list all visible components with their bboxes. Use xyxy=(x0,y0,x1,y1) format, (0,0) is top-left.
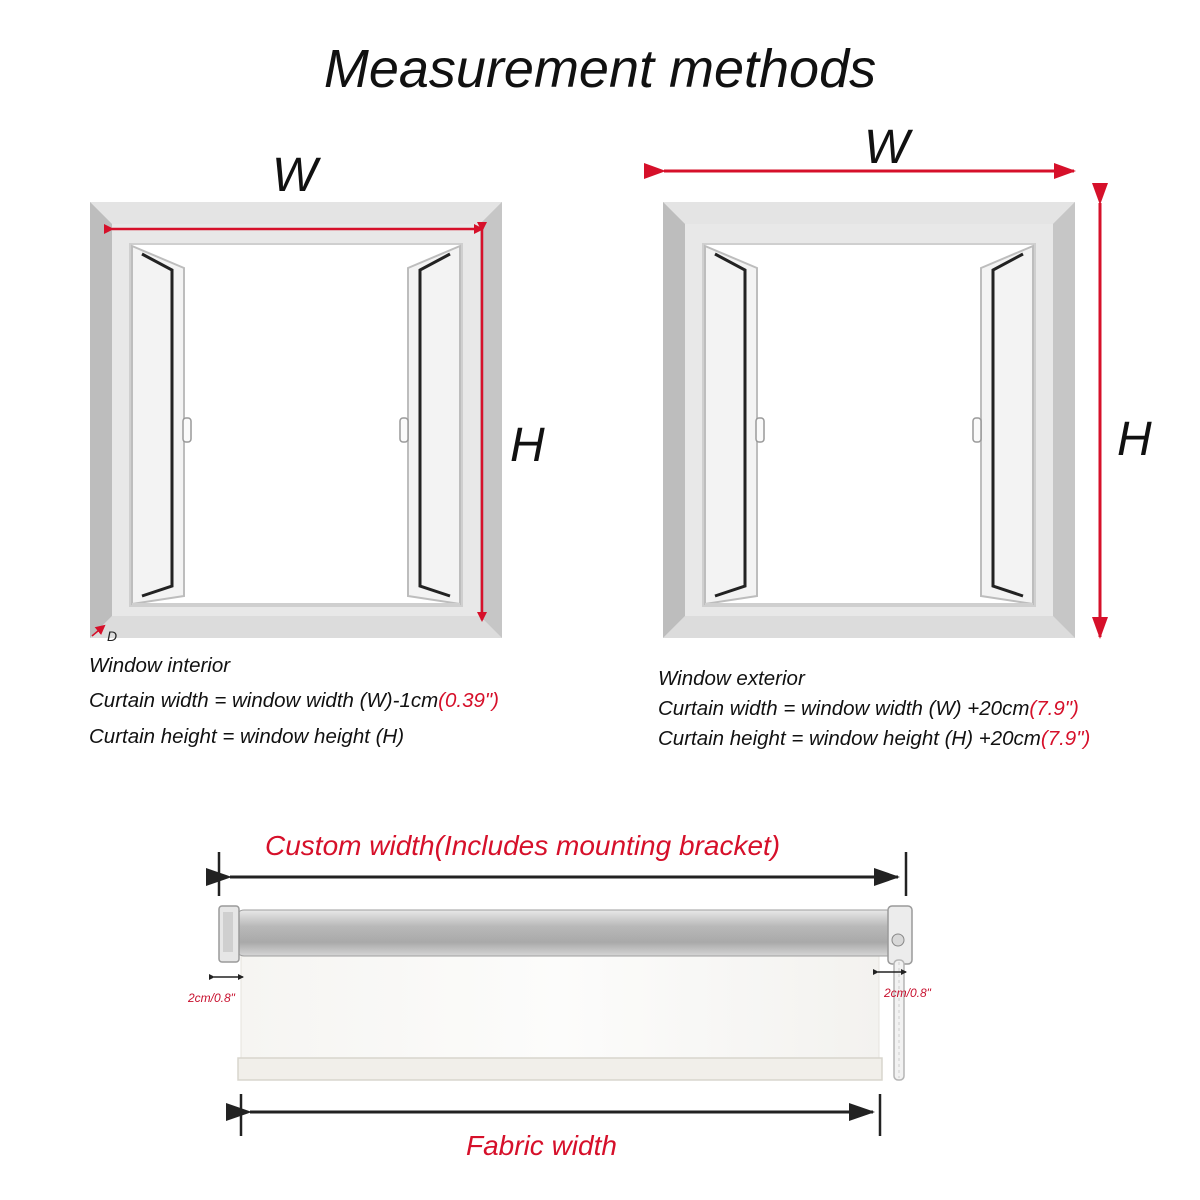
roller-blind-illustration xyxy=(218,905,913,1081)
window-interior-illustration xyxy=(90,202,502,638)
exterior-height-formula-text: Curtain height = window height (H) +20cm xyxy=(658,727,1041,750)
exterior-width-formula-text: Curtain width = window width (W) +20cm xyxy=(658,697,1030,720)
exterior-height-value: (7.9") xyxy=(1040,727,1091,750)
custom-width-label: Custom width(Includes mounting bracket) xyxy=(265,830,781,861)
page-title: Measurement methods xyxy=(323,39,877,99)
interior-width-formula: Curtain width = window width (W)-1cm(0.3… xyxy=(89,689,499,713)
exterior-width-value: (7.9") xyxy=(1029,697,1079,720)
interior-d-label: D xyxy=(107,628,118,644)
exterior-w-label: W xyxy=(864,121,910,174)
fabric-width-label: Fabric width xyxy=(466,1130,617,1161)
exterior-heading: Window exterior xyxy=(658,667,805,690)
interior-w-label: W xyxy=(272,149,318,202)
interior-heading: Window interior xyxy=(89,654,231,677)
exterior-h-label: H xyxy=(1117,413,1152,466)
interior-width-value: (0.39") xyxy=(438,689,500,712)
interior-h-label: H xyxy=(510,419,545,472)
exterior-height-formula: Curtain height = window height (H) +20cm… xyxy=(658,727,1090,751)
depth-arrow xyxy=(91,624,106,637)
interior-width-formula-text: Curtain width = window width (W)-1cm xyxy=(89,689,439,712)
interior-height-formula: Curtain height = window height (H) xyxy=(89,725,405,748)
window-exterior-illustration xyxy=(663,202,1075,638)
left-gap-label: 2cm/0.8" xyxy=(188,991,235,1005)
exterior-width-formula: Curtain width = window width (W) +20cm(7… xyxy=(658,697,1079,721)
right-gap-label: 2cm/0.8" xyxy=(884,986,931,1000)
